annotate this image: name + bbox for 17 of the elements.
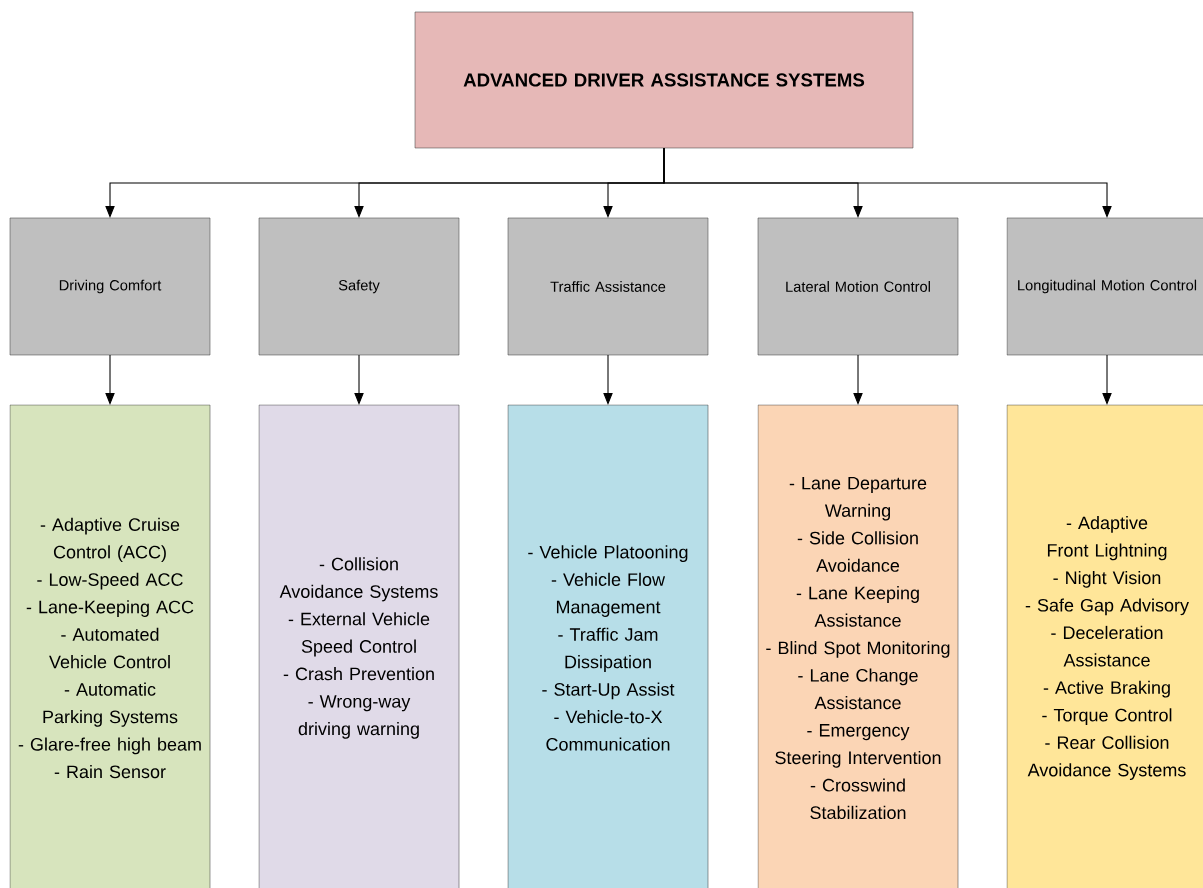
category-box: Lateral Motion Control xyxy=(757,217,959,356)
arrow xyxy=(105,354,115,405)
arrow xyxy=(603,354,613,405)
feature-list-box: - Lane Departure Warning - Side Collision Avoidance - Lane Keeping Assistance - Blind Spot Monitoring - Lane Change Assistance - Emergency Steering Intervention - Crosswind Stabilization xyxy=(757,404,959,888)
feature-list-box: - Vehicle Platooning - Vehicle Flow Management - Traffic Jam Dissipation - Start-Up Assist - Vehicle-to-X Communication xyxy=(507,404,709,888)
arrow xyxy=(1102,354,1112,405)
category-box: Safety xyxy=(258,217,460,356)
feature-list-box: - Collision Avoidance Systems - External Vehicle Speed Control - Crash Prevention - Wrong-way driving warning xyxy=(258,404,460,888)
arrow xyxy=(354,354,364,405)
title-box: ADVANCED DRIVER ASSISTANCE SYSTEMS xyxy=(414,11,914,149)
category-box: Longitudinal Motion Control xyxy=(1006,217,1203,356)
feature-list-box: - Adaptive Cruise Control (ACC) - Low-Speed ACC - Lane-Keeping ACC - Automated Vehicle Control - Automatic Parking Systems - Glare-free high beam - Rain Sensor xyxy=(9,404,211,888)
category-box: Driving Comfort xyxy=(9,217,211,356)
category-box: Traffic Assistance xyxy=(507,217,709,356)
arrow xyxy=(663,147,1112,218)
arrow xyxy=(853,354,863,405)
feature-list-box: - Adaptive Front Lightning - Night Vision - Safe Gap Advisory - Deceleration Assistance - Active Braking - Torque Control - Rear Collision Avoidance Systems xyxy=(1006,404,1203,888)
